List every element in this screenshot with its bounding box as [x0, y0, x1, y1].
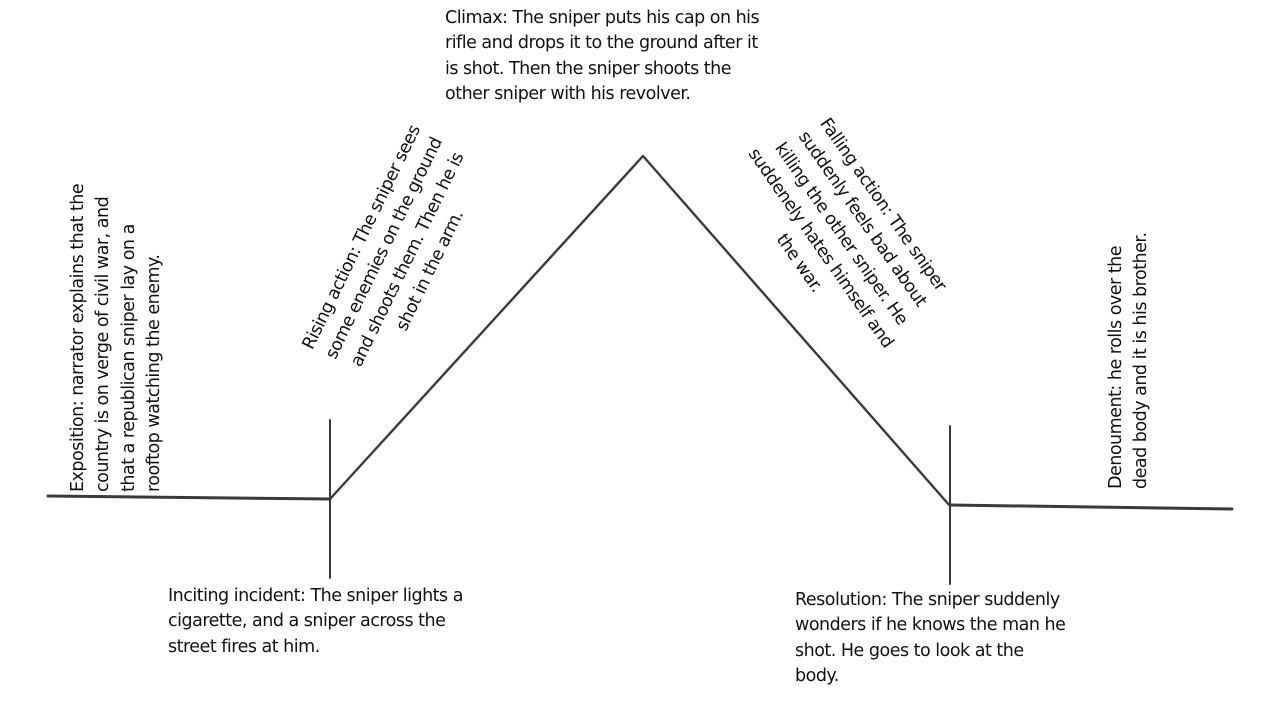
inciting-incident-label: Inciting incident: The sniper lights a c…: [168, 584, 463, 660]
exposition-baseline: [46, 494, 332, 501]
resolution-line-1: Resolution: The sniper suddenly: [795, 590, 1060, 610]
inciting-incident-line-3: street fires at him.: [168, 636, 320, 657]
inciting-incident-line-2: cigarette, and a sniper across the: [168, 611, 446, 632]
exposition-line-2: country is on verge of civil war, and: [93, 196, 114, 492]
resolution-line-2: wonders if he knows the man he: [795, 615, 1066, 636]
denouement-baseline: [948, 503, 1234, 511]
climax-line-2: rifle and drops it to the ground after i…: [445, 33, 758, 54]
climax-label: Climax: The sniper puts his cap on his r…: [445, 6, 760, 108]
climax-line-4: other sniper with his revolver.: [445, 84, 691, 105]
climax-line-3: is shot. Then the sniper shoots the: [445, 58, 732, 79]
plot-mountain-line: [328, 154, 952, 508]
climax-line-1: Climax: The sniper puts his cap on his: [445, 8, 760, 28]
denouement-label: Denoument: he rolls over the dead body a…: [1104, 232, 1155, 489]
inciting-incident-line-1: Inciting incident: The sniper lights a: [168, 586, 463, 606]
exposition-line-3: that a republican sniper lay on a: [118, 224, 139, 492]
denouement-line-1: Denoument: he rolls over the: [1106, 245, 1126, 489]
exposition-line-4: rooftop watching the enemy.: [144, 254, 165, 492]
resolution-line-3: shot. He goes to look at the: [795, 640, 1024, 661]
resolution-label: Resolution: The sniper suddenly wonders …: [795, 588, 1066, 690]
exposition-label: Exposition: narrator explains that the c…: [66, 184, 168, 492]
resolution-line-4: body.: [795, 666, 839, 687]
exposition-line-1: Exposition: narrator explains that the: [68, 183, 88, 492]
denouement-line-2: dead body and it is his brother.: [1131, 232, 1152, 489]
